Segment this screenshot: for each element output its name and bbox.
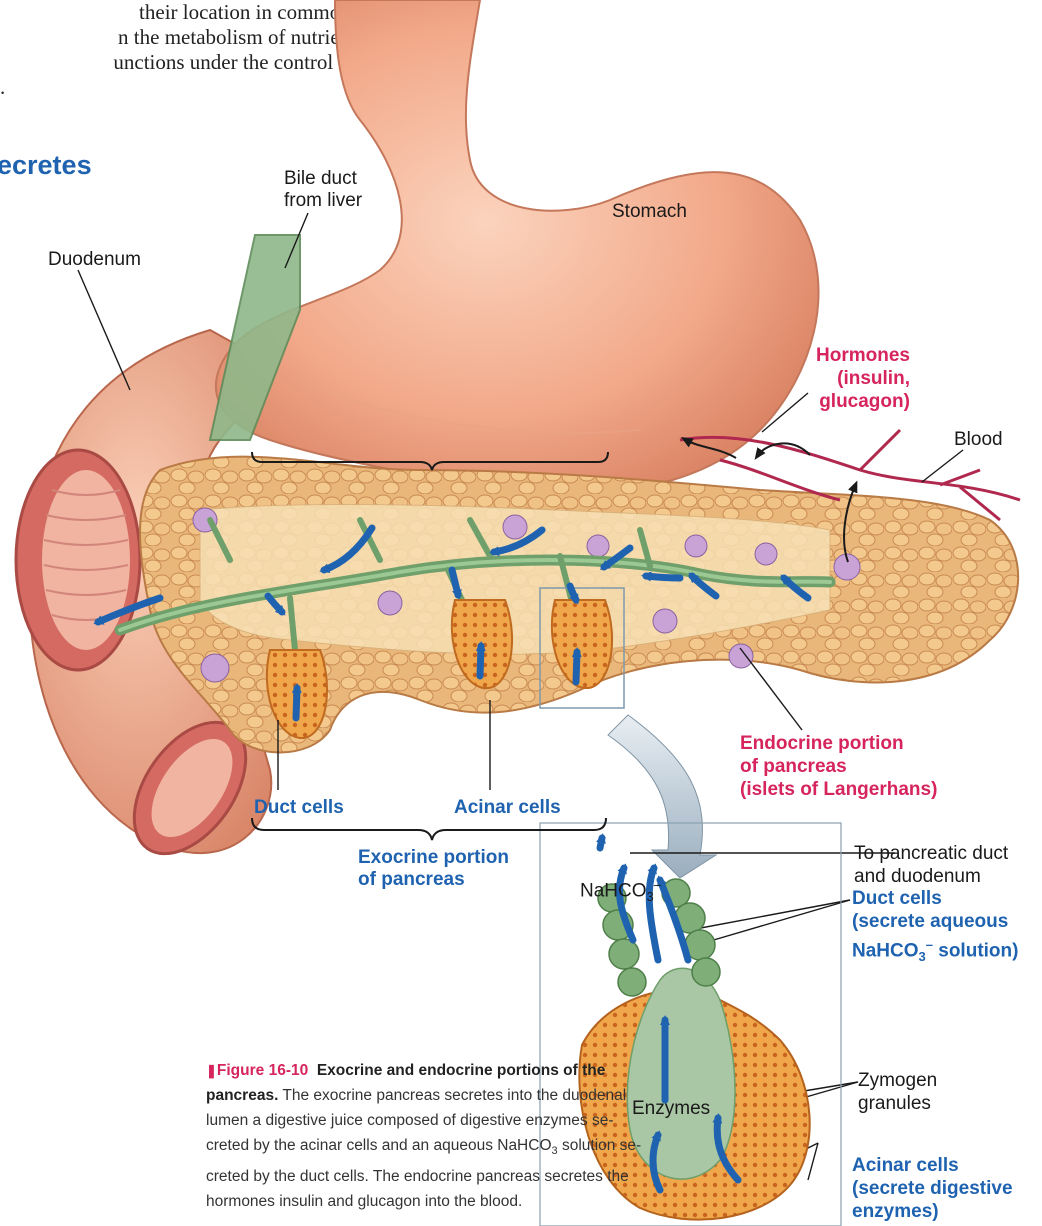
pancreas bbox=[98, 430, 1020, 753]
label-exocrine-line: of pancreas bbox=[358, 869, 509, 891]
label-enzymes: Enzymes bbox=[632, 1097, 710, 1120]
label-acinar-inset: Acinar cells (secrete digestive enzymes) bbox=[852, 1154, 1013, 1223]
figure-caption: ❚Figure 16-10 Exocrine and endocrine por… bbox=[206, 1058, 606, 1214]
label-zymogen-line: granules bbox=[858, 1092, 937, 1115]
label-hormones: Hormones (insulin, glucagon) bbox=[816, 344, 910, 413]
caption-line: hormones insulin and glucagon into the b… bbox=[206, 1189, 606, 1214]
nahco3-sup: – bbox=[654, 877, 661, 892]
caption-text: creted by the acinar cells and an aqueou… bbox=[206, 1137, 552, 1154]
label-to-pancreatic-duct: To pancreatic duct and duodenum bbox=[854, 842, 1008, 888]
label-hormones-line: Hormones bbox=[816, 344, 910, 367]
label-endocrine: Endocrine portion of pancreas (islets of… bbox=[740, 732, 937, 801]
label-blood: Blood bbox=[954, 428, 1003, 451]
label-acinar-inset-line: (secrete digestive bbox=[852, 1177, 1013, 1200]
label-exocrine: Exocrine portion of pancreas bbox=[358, 847, 509, 891]
stomach bbox=[216, 0, 819, 493]
label-duct-cells-inset: Duct cells (secrete aqueous NaHCO3– solu… bbox=[852, 887, 1018, 968]
label-hormones-line: (insulin, bbox=[816, 367, 910, 390]
label-exocrine-line: Exocrine portion bbox=[358, 847, 509, 869]
duct-inset-sup: – bbox=[926, 937, 933, 952]
figure-label: Figure 16-10 bbox=[217, 1062, 308, 1079]
label-bile-duct: Bile duct from liver bbox=[284, 168, 362, 212]
label-zymogen-line: Zymogen bbox=[858, 1069, 937, 1092]
label-to-duct-line: and duodenum bbox=[854, 865, 1008, 888]
label-to-duct-line: To pancreatic duct bbox=[854, 842, 1008, 865]
label-zymogen: Zymogen granules bbox=[858, 1069, 937, 1115]
caption-line: lumen a digestive juice composed of dige… bbox=[206, 1108, 606, 1133]
label-acinar-inset-line: enzymes) bbox=[852, 1200, 1013, 1223]
duct-inset-text: NaHCO bbox=[852, 940, 919, 961]
figure-title: pancreas. bbox=[206, 1087, 278, 1104]
label-duodenum: Duodenum bbox=[48, 248, 141, 271]
caption-line: creted by the acinar cells and an aqueou… bbox=[206, 1133, 606, 1164]
label-endocrine-line: Endocrine portion bbox=[740, 732, 937, 755]
label-duct-inset-line: (secrete aqueous bbox=[852, 910, 1018, 933]
caption-line: creted by the duct cells. The endocrine … bbox=[206, 1164, 606, 1189]
nahco3-sub: 3 bbox=[647, 889, 654, 904]
duct-inset-sub: 3 bbox=[919, 949, 926, 964]
label-stomach: Stomach bbox=[612, 200, 687, 223]
figure-title: Exocrine and endocrine portions of the bbox=[317, 1062, 606, 1079]
duct-inset-text: solution) bbox=[933, 940, 1018, 961]
label-duct-cells: Duct cells bbox=[254, 796, 344, 819]
label-hormones-line: glucagon) bbox=[816, 390, 910, 413]
nahco3-text: NaHCO bbox=[580, 880, 647, 901]
label-endocrine-line: of pancreas bbox=[740, 755, 937, 778]
caption-line: ❚Figure 16-10 Exocrine and endocrine por… bbox=[206, 1058, 606, 1083]
caption-text: The exocrine pancreas secretes into the … bbox=[278, 1087, 626, 1104]
caption-text: solution se- bbox=[558, 1137, 642, 1154]
label-bile-duct-line: Bile duct bbox=[284, 168, 362, 190]
label-acinar-inset-line: Acinar cells bbox=[852, 1154, 1013, 1177]
caption-marker: ❚ bbox=[206, 1063, 217, 1078]
label-bile-duct-line: from liver bbox=[284, 190, 362, 212]
caption-line: pancreas. The exocrine pancreas secretes… bbox=[206, 1083, 606, 1108]
label-endocrine-line: (islets of Langerhans) bbox=[740, 778, 937, 801]
label-duct-inset-line: NaHCO3– solution) bbox=[852, 933, 1018, 968]
label-acinar-cells: Acinar cells bbox=[454, 796, 561, 819]
label-duct-inset-line: Duct cells bbox=[852, 887, 1018, 910]
label-nahco3: NaHCO3– bbox=[580, 873, 661, 908]
